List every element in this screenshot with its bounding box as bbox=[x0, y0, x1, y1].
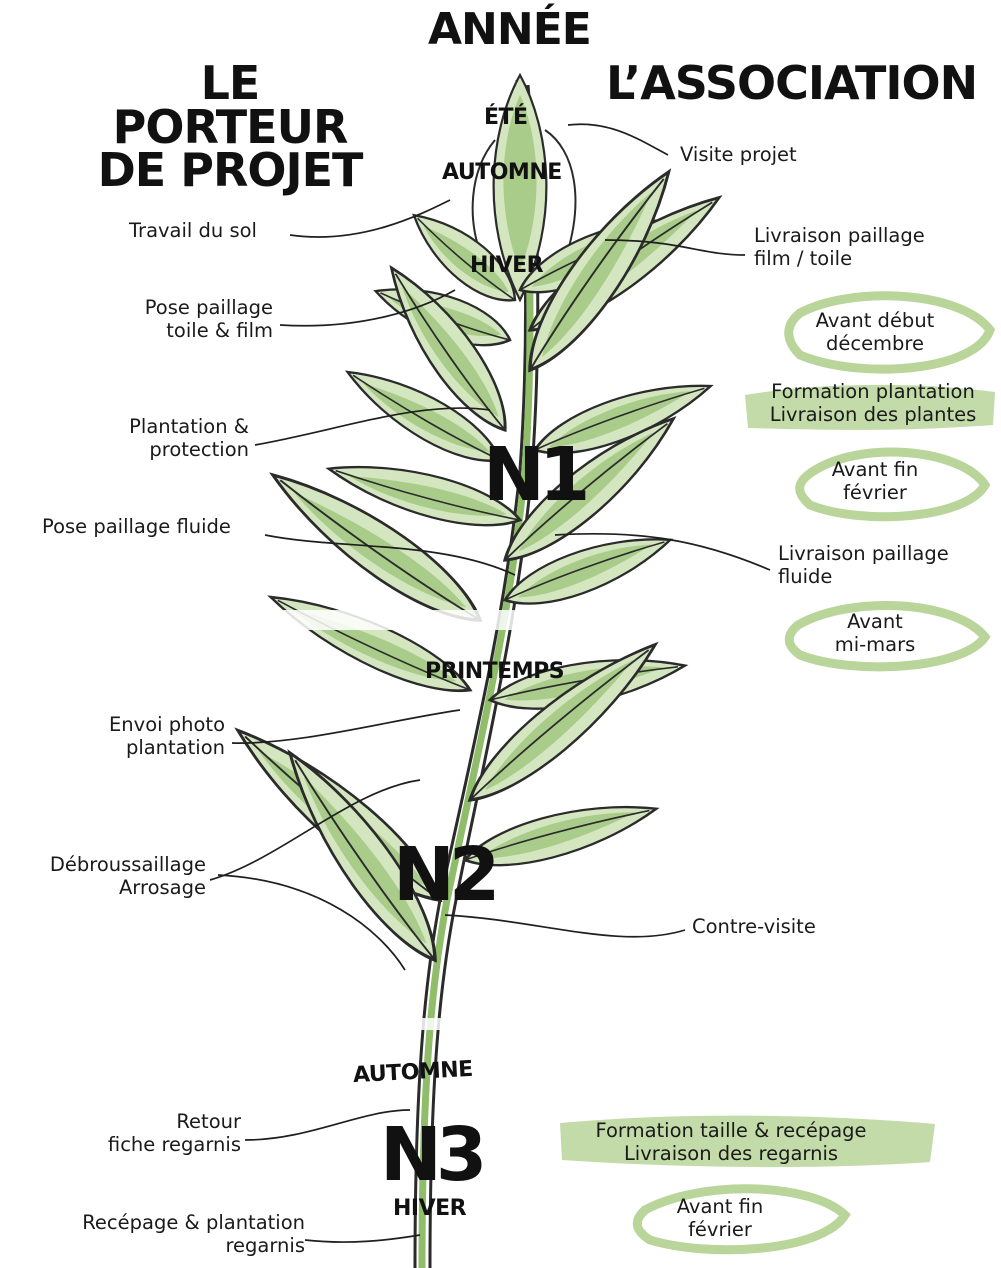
label-plantation-line2: protection bbox=[149, 438, 249, 461]
label-plantation-line1: Plantation & bbox=[129, 415, 249, 438]
label-pose-fluide: Pose paillage fluide bbox=[42, 515, 231, 538]
label-debrous-line2: Arrosage bbox=[118, 876, 206, 899]
label-avant-mars-line1: Avant bbox=[847, 610, 903, 633]
highlight-strokes bbox=[560, 291, 996, 1255]
label-formation-plantation: Formation plantation Livraison des plant… bbox=[748, 380, 998, 426]
label-avant-dec-line1: Avant début bbox=[815, 309, 935, 332]
season-ete: ÉTÉ bbox=[484, 105, 528, 130]
label-livraison-film-line2: film / toile bbox=[754, 247, 853, 270]
label-avant-mi-mars: Avant mi-mars bbox=[795, 610, 955, 656]
label-avant-dec-line2: décembre bbox=[825, 332, 925, 355]
label-formation-taille-line2: Livraison des regarnis bbox=[623, 1142, 839, 1165]
label-avant-fevrier-2: Avant fin février bbox=[640, 1195, 800, 1241]
heading-right: L’ASSOCIATION bbox=[606, 56, 978, 110]
season-printemps: PRINTEMPS bbox=[425, 659, 565, 684]
year-n2: N2 bbox=[393, 832, 500, 918]
label-pose-paillage-line1: Pose paillage bbox=[144, 296, 273, 319]
label-livraison-fluide-line1: Livraison paillage bbox=[778, 542, 949, 565]
label-debroussaillage: Débroussaillage Arrosage bbox=[50, 853, 206, 899]
label-debrous-line1: Débroussaillage bbox=[49, 853, 206, 876]
label-travail-sol: Travail du sol bbox=[129, 219, 257, 242]
label-retour-line2: fiche regarnis bbox=[107, 1133, 241, 1156]
season-bands bbox=[230, 610, 680, 1030]
label-contre-visite: Contre-visite bbox=[692, 915, 816, 938]
year-n3: N3 bbox=[380, 1112, 487, 1198]
heading-left: LE PORTEUR DE PROJET bbox=[80, 56, 380, 198]
label-livraison-film-line1: Livraison paillage bbox=[754, 224, 925, 247]
label-pose-paillage-line2: toile & film bbox=[166, 319, 273, 342]
heading-year: ANNÉE bbox=[428, 4, 592, 55]
label-envoi-photo: Envoi photo plantation bbox=[109, 713, 225, 759]
label-formation-line2: Livraison des plantes bbox=[769, 403, 977, 426]
label-envoi-line1: Envoi photo bbox=[108, 713, 225, 736]
label-livraison-film: Livraison paillage film / toile bbox=[754, 224, 925, 270]
label-recepage-line2: regarnis bbox=[225, 1234, 305, 1257]
connector-lines bbox=[209, 123, 771, 1243]
label-avant-mars-line2: mi-mars bbox=[834, 633, 916, 656]
heading-left-line2: DE PROJET bbox=[97, 143, 364, 198]
label-livraison-fluide-line2: fluide bbox=[778, 565, 833, 588]
label-recepage-line1: Recépage & plantation bbox=[82, 1211, 305, 1234]
label-plantation: Plantation & protection bbox=[129, 415, 249, 461]
year-n1: N1 bbox=[483, 432, 590, 518]
label-formation-taille-line1: Formation taille & recépage bbox=[595, 1119, 867, 1142]
label-avant-decembre: Avant début décembre bbox=[795, 309, 955, 355]
label-avant-fev-line2: février bbox=[843, 481, 907, 504]
label-formation-line1: Formation plantation bbox=[771, 380, 975, 403]
season-hiver-1: HIVER bbox=[470, 253, 544, 278]
label-pose-paillage: Pose paillage toile & film bbox=[145, 296, 273, 342]
season-automne-1: AUTOMNE bbox=[442, 160, 562, 185]
label-retour-line1: Retour bbox=[176, 1110, 241, 1133]
label-recepage: Recépage & plantation regarnis bbox=[82, 1211, 305, 1257]
label-avant-fev2-line2: février bbox=[688, 1218, 752, 1241]
label-livraison-fluide: Livraison paillage fluide bbox=[778, 542, 949, 588]
label-envoi-line2: plantation bbox=[125, 736, 225, 759]
label-avant-fev2-line1: Avant fin bbox=[676, 1195, 764, 1218]
label-avant-fevrier: Avant fin février bbox=[795, 458, 955, 504]
label-visite-projet: Visite projet bbox=[680, 143, 797, 166]
season-hiver-2: HIVER bbox=[393, 1196, 467, 1221]
label-avant-fev-line1: Avant fin bbox=[831, 458, 919, 481]
label-retour-fiche: Retour fiche regarnis bbox=[108, 1110, 241, 1156]
heading-left-line1: LE PORTEUR bbox=[112, 56, 349, 154]
top-bud bbox=[471, 72, 577, 303]
label-formation-taille: Formation taille & recépage Livraison de… bbox=[566, 1119, 896, 1165]
